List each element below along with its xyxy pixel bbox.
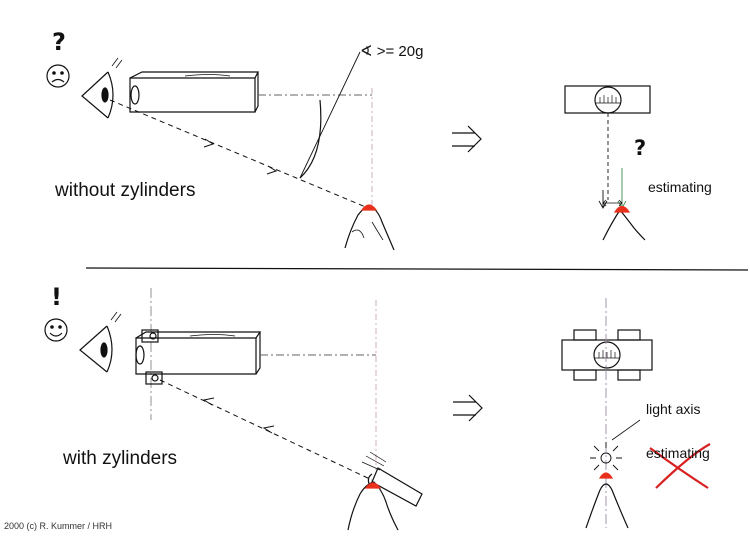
angle-arc <box>299 99 322 179</box>
estimating-label-top: estimating <box>648 179 712 195</box>
caption-without-zylinders: without zylinders <box>55 180 196 201</box>
caption-with-zylinders: with zylinders <box>63 448 178 469</box>
question-mark-result: ? <box>634 136 647 160</box>
spirit-level-with-zylinders <box>135 329 262 385</box>
eye-icon-bottom <box>79 311 122 373</box>
panel-divider <box>85 267 749 271</box>
light-axis-label: light axis <box>646 401 701 417</box>
arrow-icon-top <box>452 125 482 153</box>
exclamation-mark: ! <box>51 283 62 311</box>
top-panel <box>46 51 651 251</box>
eye-icon <box>81 57 123 119</box>
mountain-peak-bottom <box>347 481 399 531</box>
estimating-label-bottom: estimating <box>646 445 710 461</box>
level-front-view-bottom <box>561 329 653 381</box>
flashlight-icon <box>361 451 423 507</box>
level-front-view-top <box>564 85 651 114</box>
cross-out-icon <box>649 443 711 489</box>
mountain-peak-top <box>344 205 395 251</box>
arrow-icon-bottom <box>453 394 483 422</box>
copyright-text: 2000 (c) R. Kummer / HRH <box>4 521 113 531</box>
mountain-peak-top-right <box>602 208 646 241</box>
sad-face-icon <box>46 64 70 88</box>
light-spot-icon <box>590 442 622 471</box>
angle-label: ∢ >= 20g <box>360 43 424 60</box>
bottom-panel <box>44 288 653 531</box>
question-mark-top: ? <box>52 28 66 56</box>
happy-face-icon <box>44 318 68 342</box>
spirit-level-top <box>129 71 259 113</box>
sight-line-top <box>109 99 369 209</box>
light-beam-bottom <box>159 379 373 481</box>
